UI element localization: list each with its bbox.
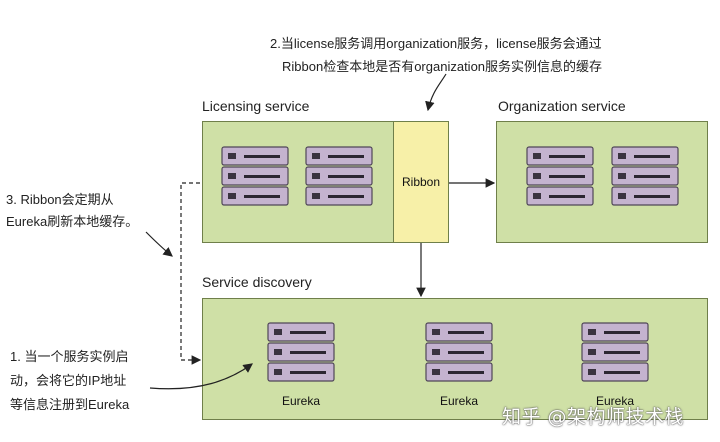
refresh-loop-dashed bbox=[180, 182, 202, 365]
zhihu-watermark: 知乎 @架构师技术栈 bbox=[502, 406, 685, 428]
server-stack-icon bbox=[612, 147, 678, 205]
organization-service-title: Organization service bbox=[498, 98, 626, 114]
eureka-label: Eureka bbox=[281, 394, 321, 408]
server-stack-icon bbox=[527, 147, 593, 205]
service-discovery-title: Service discovery bbox=[202, 274, 312, 290]
server-stack-icon bbox=[426, 323, 492, 381]
eureka-label: Eureka bbox=[595, 394, 635, 408]
server-stack-icon bbox=[222, 147, 288, 205]
note-ribbon-cache-line2: Ribbon检查本地是否有organization服务实例信息的缓存 bbox=[282, 59, 603, 74]
note3-pointer-arrow bbox=[145, 231, 173, 257]
eureka-label: Eureka bbox=[439, 394, 479, 408]
note1-pointer-arrow bbox=[149, 363, 253, 390]
server-stack-icon bbox=[582, 323, 648, 381]
ribbon-box: Ribbon bbox=[393, 121, 449, 243]
note2-pointer-arrow bbox=[425, 73, 447, 112]
server-stack-icon bbox=[268, 323, 334, 381]
licensing-service-title: Licensing service bbox=[202, 98, 310, 114]
note-refresh-line2: Eureka刷新本地缓存。 bbox=[6, 214, 139, 229]
ribbon-label: Ribbon bbox=[401, 175, 441, 189]
server-stack-icon bbox=[306, 147, 372, 205]
note-register-line2: 动，会将它的IP地址 bbox=[10, 373, 127, 388]
note-refresh-line1: 3. Ribbon会定期从 bbox=[6, 192, 114, 207]
note-ribbon-cache-line1: 2.当license服务调用organization服务，license服务会通… bbox=[270, 36, 602, 51]
note-register-line1: 1. 当一个服务实例启 bbox=[10, 349, 129, 364]
note-register-line3: 等信息注册到Eureka bbox=[10, 397, 130, 412]
